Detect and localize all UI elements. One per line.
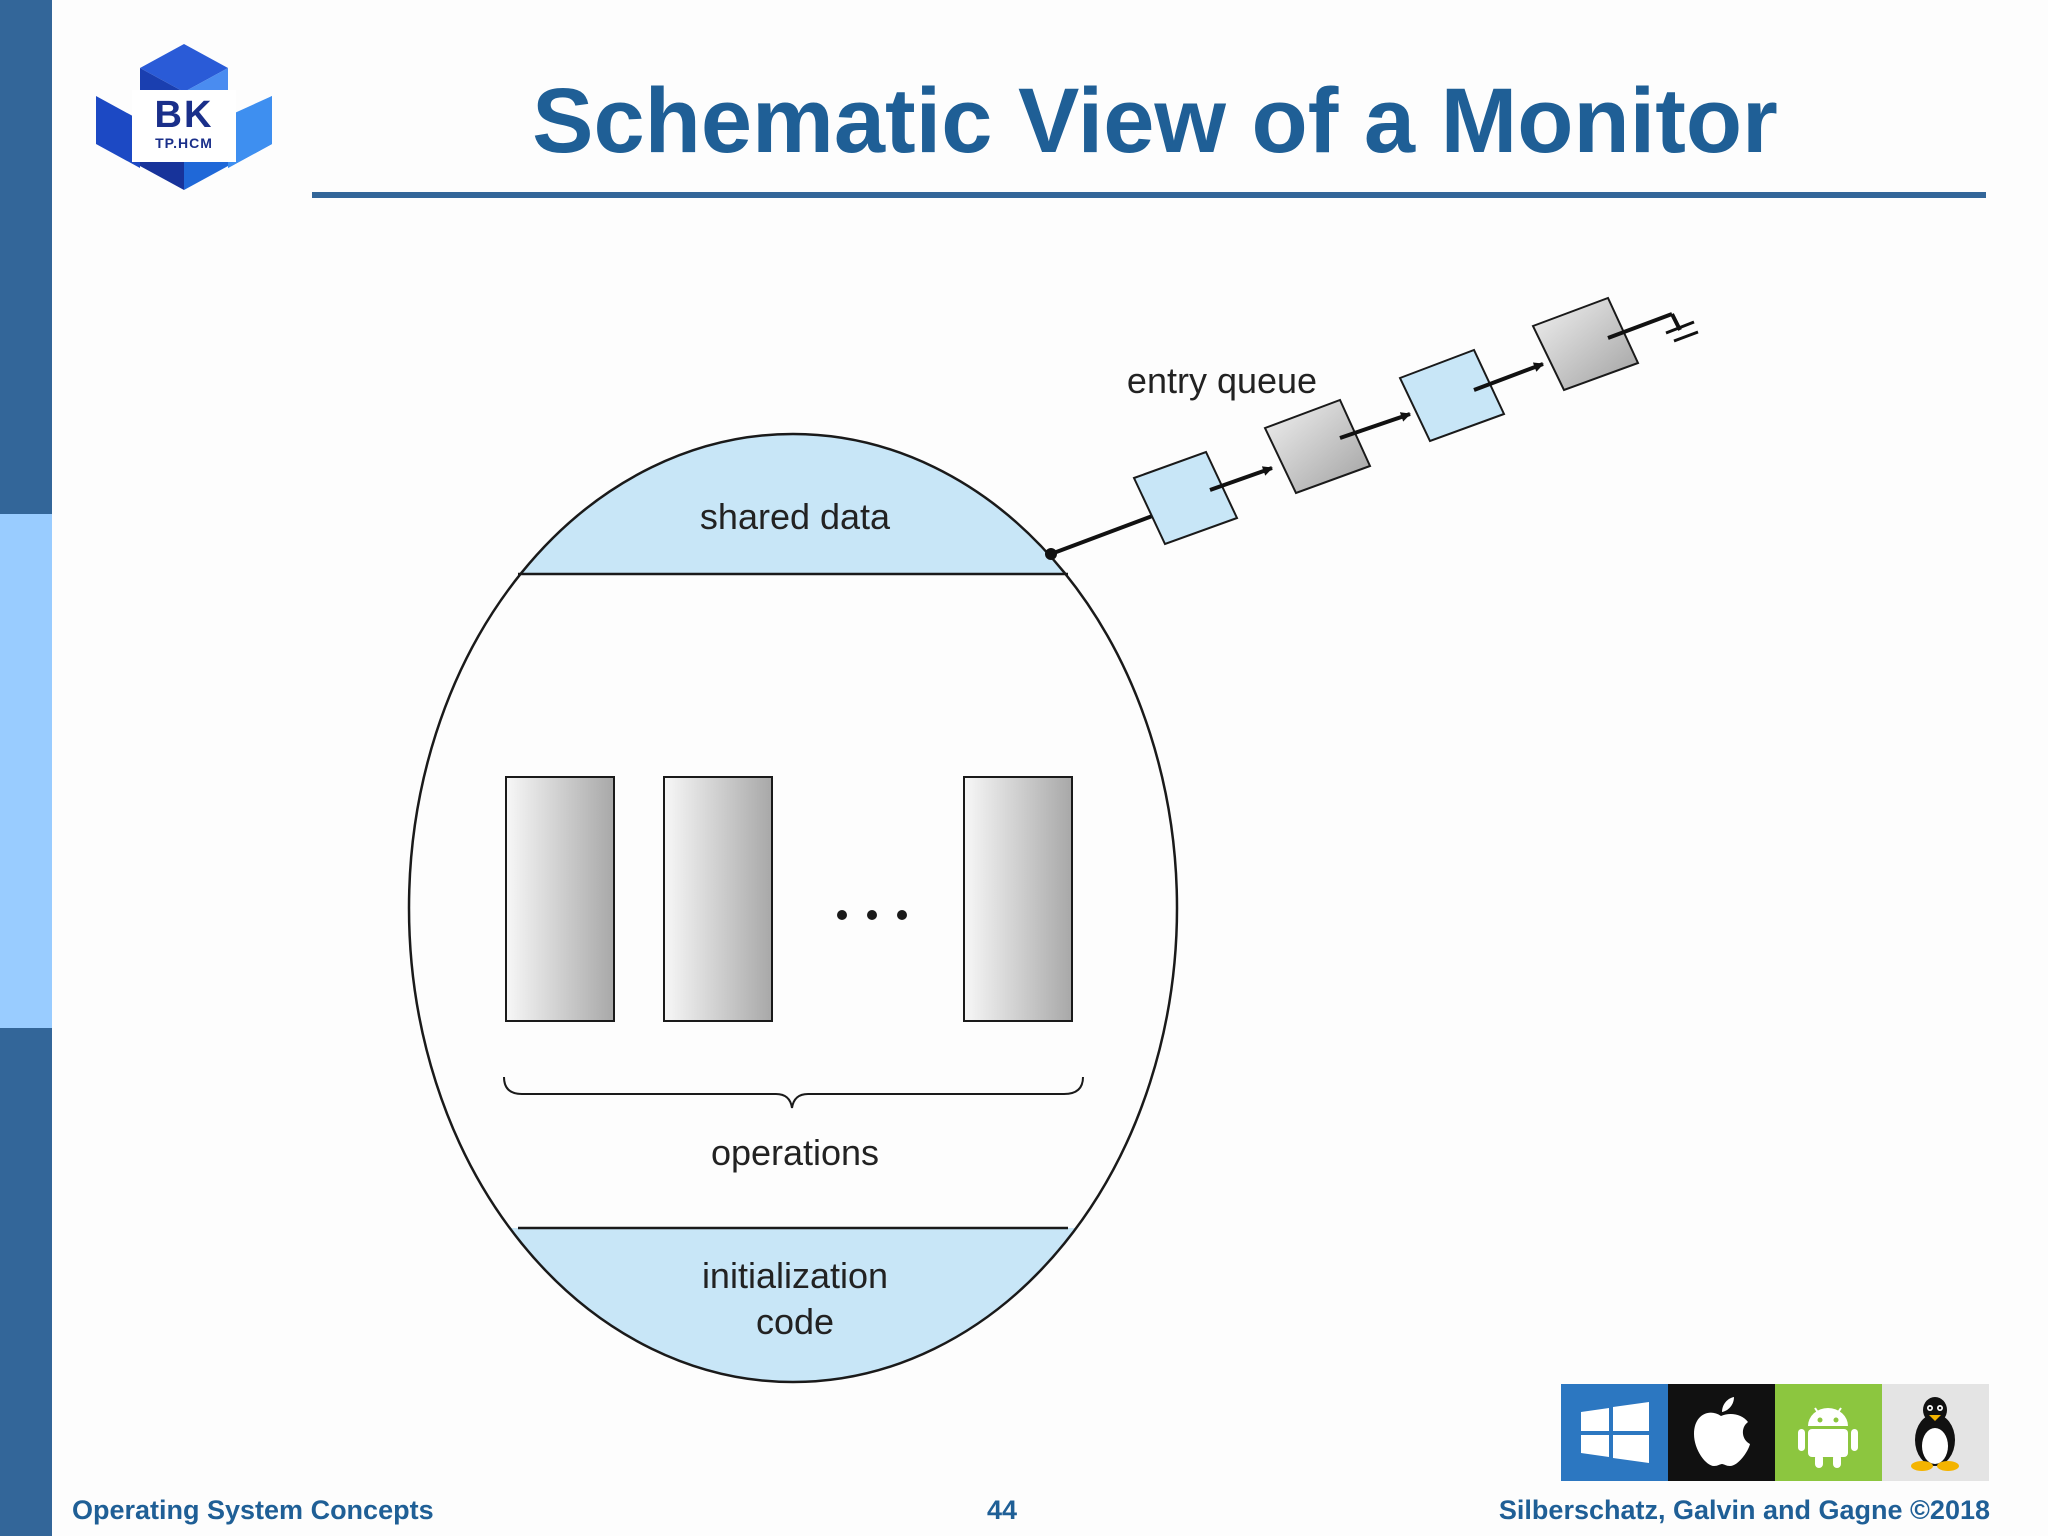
os-logo-strip [1561, 1384, 1989, 1481]
side-bar-middle [0, 514, 52, 1028]
operations-brace [503, 1076, 1084, 1109]
logo-main-text: BK [154, 94, 214, 136]
university-logo: BK TP.HCM [96, 40, 272, 200]
apple-tile [1668, 1384, 1775, 1481]
windows-icon [1581, 1402, 1649, 1463]
side-bar-bottom [0, 1028, 52, 1536]
queue-node [1531, 296, 1640, 392]
operation-box [505, 776, 615, 1022]
slide-title: Schematic View of a Monitor [532, 70, 1778, 172]
apple-icon [1694, 1397, 1750, 1466]
queue-node [1263, 398, 1372, 495]
windows-tile [1561, 1384, 1668, 1481]
footer-book-title: Operating System Concepts [72, 1495, 434, 1525]
side-bar-top [0, 0, 52, 514]
logo-emblem [96, 44, 272, 190]
ellipsis-dot [897, 910, 907, 920]
queue-node [1132, 450, 1239, 546]
android-icon [1798, 1407, 1858, 1468]
logo-sub-text: TP.HCM [155, 135, 213, 151]
shared-data-label: shared data [699, 496, 891, 537]
ellipsis-dot [837, 910, 847, 920]
entry-queue-label: entry queue [1126, 360, 1318, 401]
linux-icon [1911, 1397, 1959, 1471]
initialization-label-line2: code [755, 1301, 835, 1342]
android-tile [1775, 1384, 1882, 1481]
footer-authors: Silberschatz, Galvin and Gagne ©2018 [1498, 1495, 1990, 1525]
operation-box [963, 776, 1073, 1022]
linux-tile [1882, 1384, 1989, 1481]
initialization-label-line1: initialization [701, 1255, 889, 1296]
queue-null-terminator-icon [1607, 312, 1699, 343]
monitor-ellipse [407, 432, 1179, 1384]
initialization-code-label: initialization code [620, 1253, 970, 1345]
queue-arrow [1339, 412, 1411, 440]
ellipsis-dot [867, 910, 877, 920]
queue-arrow [1473, 362, 1544, 392]
queue-link [1050, 513, 1156, 556]
operation-box [663, 776, 773, 1022]
footer-page-number: 44 [986, 1495, 1018, 1525]
title-underline [312, 192, 1986, 198]
queue-arrow [1209, 466, 1273, 492]
queue-node [1398, 348, 1506, 443]
operations-label: operations [710, 1132, 880, 1173]
